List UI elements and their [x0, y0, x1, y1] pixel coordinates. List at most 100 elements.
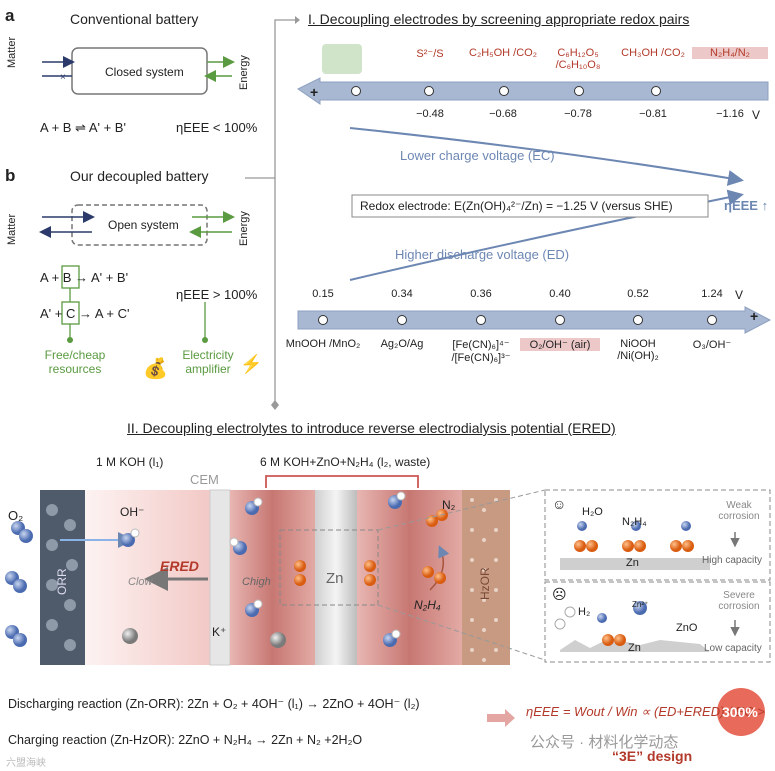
zn-electrode	[315, 490, 357, 665]
top-potential-label: −0.81	[639, 108, 667, 120]
closed-system-label: Closed system	[105, 65, 184, 79]
clow-label: Clow	[128, 576, 153, 588]
electrode-icon	[322, 44, 362, 74]
top-potential-label: −1.16	[716, 108, 744, 120]
open-system-box	[71, 204, 208, 246]
bottom-redox-dot	[397, 315, 407, 325]
eta-increase-label: ηEEE ↑	[724, 198, 769, 213]
efficiency-formula: ηEEE = Wout / Win ∝ (ED+ERED) / EC >	[526, 704, 765, 719]
energy-label-b: Energy	[238, 211, 250, 246]
inset-h2o-label: H₂O	[582, 506, 603, 518]
o2-label: O₂	[8, 508, 24, 523]
kplus-label: K⁺	[212, 625, 227, 639]
bottom-potential-label: 0.36	[470, 288, 492, 300]
chigh-label: Chigh	[242, 576, 271, 588]
bottom-redox-dot	[476, 315, 486, 325]
cem-label: CEM	[190, 472, 219, 487]
efficiency-b: ηEEE > 100%	[176, 287, 258, 302]
lightning-icon: ⚡	[240, 354, 263, 374]
equation-b1: A + B → A' + B'	[40, 270, 129, 285]
bottom-potential-label: 1.24	[701, 288, 723, 300]
panel-a-title: Conventional battery	[70, 11, 199, 27]
hzor-electrode	[462, 490, 510, 665]
top-potential-label: −0.78	[564, 108, 592, 120]
weak-corrosion-label: Weak corrosion	[718, 500, 760, 522]
higher-discharge-label: Higher discharge voltage (ED)	[395, 247, 570, 262]
n2-label: N₂	[442, 498, 456, 512]
inset-h2-label: H₂	[578, 606, 591, 618]
bottom-potential-label: 0.34	[391, 288, 413, 300]
zn-label: Zn	[326, 570, 344, 587]
inset-n2h4-label: N₂H₄	[622, 516, 647, 528]
bottom-redox-label: O₃/OH⁻	[692, 339, 732, 351]
low-capacity-label: Low capacity	[704, 643, 762, 654]
top-redox-label: N₂H₄/N₂	[692, 47, 768, 59]
bottom-potential-label: 0.40	[549, 288, 571, 300]
lower-charge-label: Lower charge voltage (EC)	[400, 148, 555, 163]
matter-label-a: Matter	[6, 36, 18, 68]
bottom-redox-label: Ag₂O/Ag	[380, 338, 424, 350]
high-capacity-label: High capacity	[702, 555, 763, 566]
inset-zno-label: ZnO	[676, 622, 698, 634]
resources-label: Free/cheap resources	[44, 348, 106, 376]
plus-sign-top: +	[310, 84, 319, 100]
inset-zn-top: Zn	[626, 557, 639, 569]
equation-a: A + B ⇌ A' + B'	[40, 120, 126, 135]
percent-label: 300%	[722, 704, 758, 720]
open-system-label: Open system	[108, 218, 179, 232]
equation-b2: A' + C → A + C'	[40, 306, 130, 321]
inset-zn2-label: Zn²⁺	[632, 600, 649, 609]
plus-sign-bottom: +	[750, 308, 759, 324]
top-potential-label: −0.68	[489, 108, 517, 120]
percent-circle	[717, 688, 765, 736]
unit-bottom: V	[735, 288, 744, 302]
top-redox-dot	[424, 86, 434, 96]
n2h4-label: N₂H₄	[414, 598, 441, 612]
chart-coins-icon: 💰	[143, 358, 168, 380]
bottom-redox-dot	[555, 315, 565, 325]
severe-corrosion-label: Severe corrosion	[718, 590, 760, 612]
hzor-label: HzOR	[478, 567, 492, 600]
charge-reaction: Charging reaction (Zn-HzOR): 2ZnO + N₂H₄…	[8, 733, 363, 747]
panel-b-letter: b	[5, 166, 16, 185]
section1-title: I. Decoupling electrodes by screening ap…	[308, 11, 690, 27]
panel-b-title: Our decoupled battery	[70, 168, 209, 184]
top-redox-dot	[574, 86, 584, 96]
top-redox-label: CH₃OH /CO₂	[621, 47, 685, 59]
top-redox-dot	[651, 86, 661, 96]
oh-label: OH⁻	[120, 505, 145, 519]
ered-label: ERED	[160, 558, 199, 574]
top-redox-dot	[351, 86, 361, 96]
efficiency-a: ηEEE < 100%	[176, 120, 258, 135]
amplifier-label: Electricity amplifier	[182, 348, 234, 376]
bottom-redox-dot	[633, 315, 643, 325]
sad-face-icon: ☹	[552, 586, 567, 602]
svg-text:×: ×	[60, 72, 66, 83]
bottom-redox-dot	[707, 315, 717, 325]
bottom-redox-label: O₂/OH⁻ (air)	[520, 338, 600, 351]
section2-title: II. Decoupling electrolytes to introduce…	[127, 420, 616, 436]
design-label: “3E” design	[612, 748, 693, 764]
bottom-potential-label: 0.15	[312, 288, 334, 300]
koh2-label: 6 M KOH+ZnO+N₂H₄ (l₂, waste)	[260, 455, 431, 469]
koh1-label: 1 M KOH (l₁)	[96, 455, 164, 469]
top-potential-label: −0.48	[416, 108, 444, 120]
bottom-redox-label: [Fe(CN)₆]⁴⁻ /[Fe(CN)₆]³⁻	[451, 339, 511, 364]
bottom-redox-label: NiOOH /Ni(OH)₂	[617, 338, 659, 362]
watermark-corner: 六盟海峡	[6, 758, 46, 769]
happy-face-icon: ☺	[552, 496, 567, 512]
bottom-redox-dot	[318, 315, 328, 325]
unit-top: V	[752, 108, 761, 122]
bottom-redox-label: MnOOH /MnO₂	[285, 338, 361, 350]
top-redox-label: S²⁻/S	[416, 48, 444, 60]
panel-a-letter: a	[5, 6, 15, 25]
energy-label-a: Energy	[238, 55, 250, 90]
orr-label: ORR	[55, 568, 69, 595]
redox-electrode-label: Redox electrode: E(Zn(OH)₄²⁻/Zn) = −1.25…	[360, 199, 673, 213]
top-redox-dot	[499, 86, 509, 96]
discharge-reaction: Discharging reaction (Zn-ORR): 2Zn + O₂ …	[8, 697, 420, 711]
bottom-potential-label: 0.52	[627, 288, 649, 300]
top-redox-label: C₂H₅OH /CO₂	[469, 47, 537, 59]
